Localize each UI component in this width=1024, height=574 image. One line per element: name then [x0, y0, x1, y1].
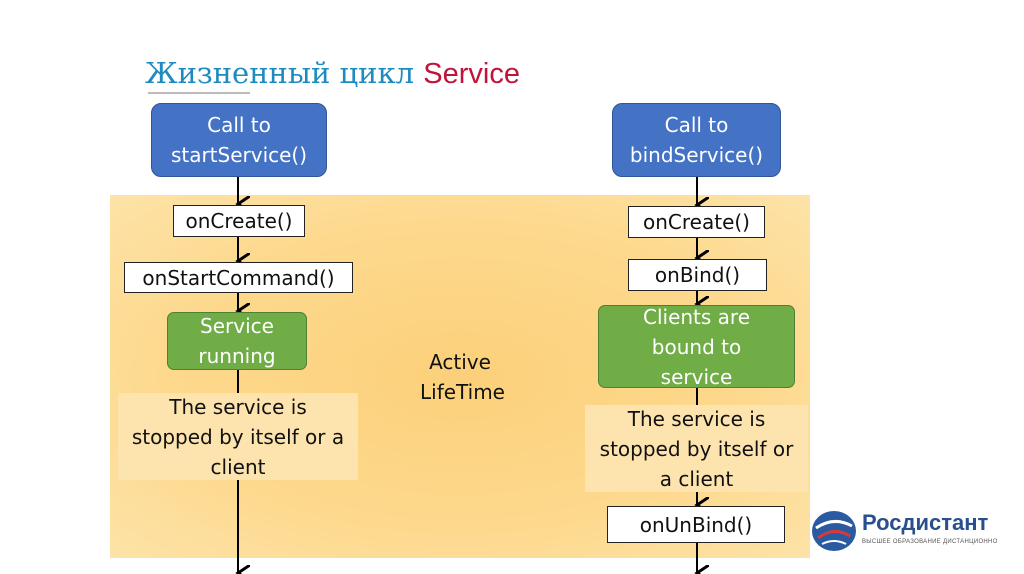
title-underline — [148, 92, 250, 94]
on-unbind-node: onUnBind() — [607, 506, 785, 543]
call-start-service-node: Call to startService() — [151, 103, 327, 177]
stopped-note-right: The service is stopped by itself or a cl… — [585, 405, 808, 492]
active-lifetime-label: Active LifeTime — [420, 350, 505, 404]
call-bind-service-node: Call to bindService() — [612, 103, 781, 177]
service-running-node: Service running — [167, 312, 307, 370]
on-create-node-left: onCreate() — [173, 205, 305, 237]
slide-title: Жизненный цикл Service — [145, 56, 520, 91]
on-bind-node: onBind() — [628, 259, 767, 291]
on-create-node-right: onCreate() — [628, 206, 765, 238]
title-prefix: Жизненный цикл — [145, 56, 415, 90]
title-highlight: Service — [423, 58, 520, 90]
stopped-note-left: The service is stopped by itself or a cl… — [118, 393, 358, 480]
logo-tagline: ВЫСШЕЕ ОБРАЗОВАНИЕ ДИСТАНЦИОННО — [862, 539, 998, 545]
clients-bound-node: Clients are bound to service — [598, 305, 795, 389]
logo-name: Росдистант — [862, 510, 989, 535]
on-start-command-node: onStartCommand() — [124, 262, 353, 293]
rosdistant-logo-icon — [812, 511, 856, 551]
